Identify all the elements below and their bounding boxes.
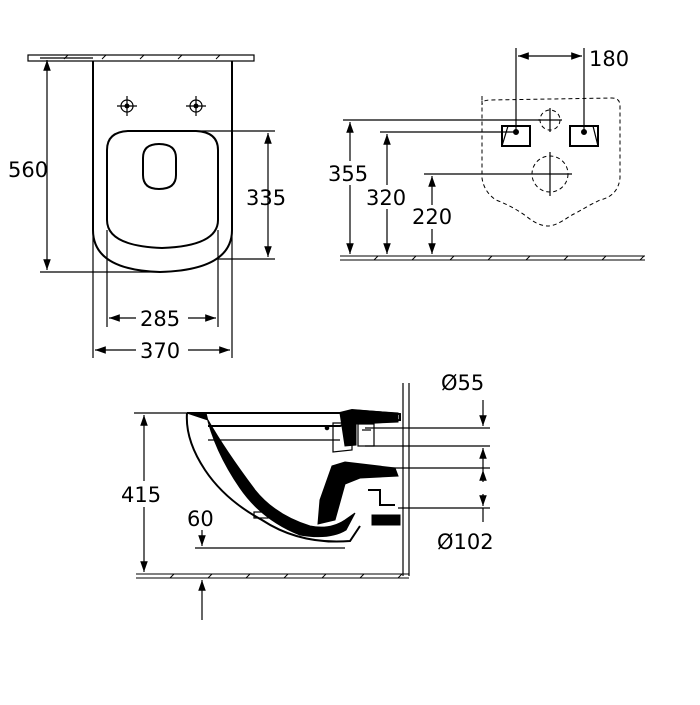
floor-hatch <box>601 255 607 261</box>
fixing-bolt-icon <box>117 96 137 116</box>
floor-hatch <box>411 255 417 261</box>
outlet-pipe <box>368 489 395 506</box>
seat-depth-label: 335 <box>246 186 286 210</box>
floor-hatch <box>321 573 327 579</box>
floor-hatch <box>101 54 107 60</box>
floor-hatch <box>177 54 183 60</box>
height-label: 560 <box>8 158 48 182</box>
label-mask <box>326 161 372 185</box>
floor-hatch <box>563 255 569 261</box>
floor-hatch <box>359 573 365 579</box>
floor-hatch <box>245 573 251 579</box>
outer-width-label: 370 <box>140 339 180 363</box>
fixing-slot-edge <box>592 125 599 147</box>
label-mask <box>410 205 458 229</box>
rear-block <box>339 409 399 447</box>
inlet-connector <box>357 423 375 447</box>
floor-hatch <box>373 255 379 261</box>
seat-opening <box>142 142 177 191</box>
outlet-flange <box>371 514 401 526</box>
rear-view: 180 355 320 220 <box>326 47 645 261</box>
outlet-depth-label: 60 <box>187 507 214 531</box>
floor-hatch <box>449 255 455 261</box>
trapway <box>317 461 399 525</box>
floor-hatch <box>215 54 221 60</box>
height-220-label: 220 <box>412 205 452 229</box>
inlet-chamber <box>332 422 353 453</box>
floor-hatch <box>63 54 69 60</box>
fixing-bolt-icon <box>186 96 206 116</box>
label-mask <box>136 337 188 361</box>
floor-hatch <box>169 573 175 579</box>
pipe-diameter-small-label: Ø55 <box>441 371 484 395</box>
floor-hatch <box>487 255 493 261</box>
fixing-slot-edge <box>501 125 509 147</box>
floor-hatch <box>207 573 213 579</box>
bowl-body <box>186 412 356 538</box>
floor-hatch <box>139 54 145 60</box>
floor-hatch <box>639 255 645 261</box>
wall-plate <box>27 54 255 62</box>
floor-hatch <box>283 573 289 579</box>
label-mask <box>120 481 168 507</box>
floor-hatch <box>397 573 403 579</box>
pipe-diameter-large-label: Ø102 <box>437 530 494 554</box>
bowl-silhouette <box>481 96 621 227</box>
inner-width-label: 285 <box>140 307 180 331</box>
label-mask <box>364 185 410 209</box>
seat-outline <box>106 130 219 250</box>
height-320-label: 320 <box>366 186 406 210</box>
mark <box>253 511 269 519</box>
bowl-outer-curve <box>185 412 361 543</box>
label-mask <box>136 305 188 329</box>
bowl-outline <box>92 61 233 274</box>
top-view: 560 335 285 370 <box>8 54 286 363</box>
height-355-label: 355 <box>328 162 368 186</box>
floor-hatch <box>525 255 531 261</box>
side-view: Ø55 Ø102 415 60 <box>120 371 494 620</box>
inlet-point <box>324 425 330 431</box>
fixing-distance-label: 180 <box>589 47 629 71</box>
total-height-label: 415 <box>121 483 161 507</box>
